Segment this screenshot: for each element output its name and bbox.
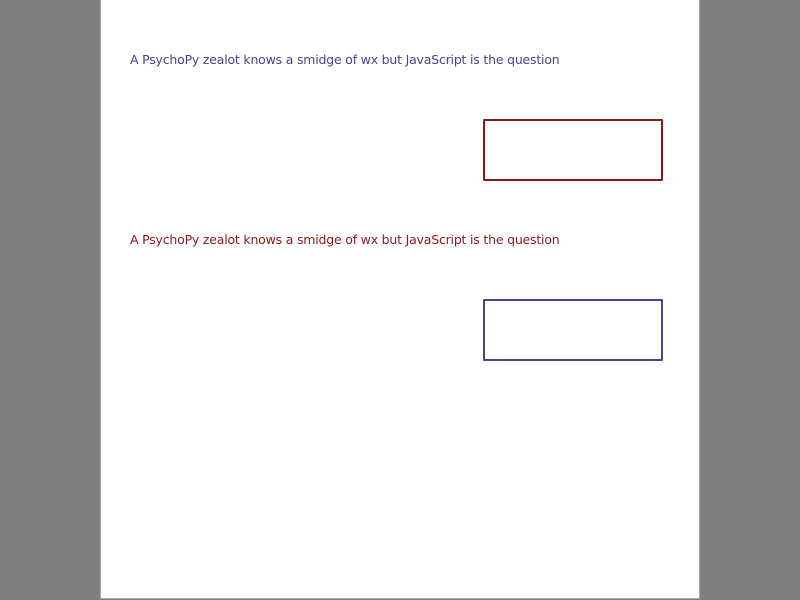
response-box-navy[interactable] bbox=[483, 299, 663, 361]
experiment-window: A PsychoPy zealot knows a smidge of wx b… bbox=[100, 0, 700, 599]
stimulus-text-navy: A PsychoPy zealot knows a smidge of wx b… bbox=[130, 52, 560, 67]
response-box-maroon[interactable] bbox=[483, 119, 663, 181]
stimulus-text-maroon: A PsychoPy zealot knows a smidge of wx b… bbox=[130, 232, 560, 247]
